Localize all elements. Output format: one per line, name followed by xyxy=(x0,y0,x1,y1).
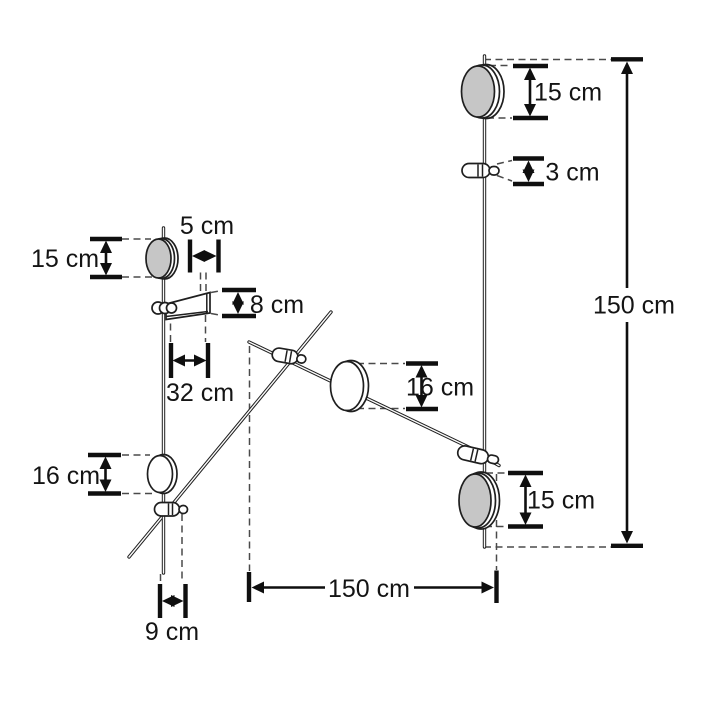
dim-total-width-label: 150 cm xyxy=(328,575,410,603)
left-upper-joint xyxy=(151,301,178,315)
dim-bottom-left-offset: 9 cm xyxy=(145,584,199,646)
dim-top-left-disc-height: 15 cm xyxy=(31,236,122,280)
dim-top-bracket-width-label: 5 cm xyxy=(180,212,234,240)
dim-total-height: 150 cm xyxy=(593,57,675,548)
mounting-bracket xyxy=(165,291,211,321)
dim-top-bracket-width: 5 cm xyxy=(180,212,234,273)
arm-pivot-joint xyxy=(271,347,307,365)
dim-middle-disc-height-label: 16 cm xyxy=(406,374,474,402)
dim-middle-disc-height: 16 cm xyxy=(406,361,474,412)
dim-wall-peg-height: 3 cm xyxy=(513,156,600,187)
left-lower-joint xyxy=(153,501,189,517)
dim-lower-left-disc-height-label: 16 cm xyxy=(32,462,100,490)
dim-top-left-disc-height-label: 15 cm xyxy=(31,245,99,273)
top-right-disc xyxy=(460,63,505,120)
lower-right-disc xyxy=(458,471,501,530)
lower-left-disc xyxy=(146,453,178,495)
top-left-disc xyxy=(145,237,179,280)
dim-bottom-left-offset-label: 9 cm xyxy=(145,618,199,646)
dim-total-height-label: 150 cm xyxy=(593,292,675,320)
dim-lower-right-disc-height: 15 cm xyxy=(508,470,595,529)
dim-lower-right-disc-height-label: 15 cm xyxy=(527,487,595,515)
dim-lower-left-disc-height: 16 cm xyxy=(32,452,121,496)
dim-bracket-reach: 32 cm xyxy=(166,343,234,407)
dim-bracket-height-label: 8 cm xyxy=(250,291,304,319)
right-lower-joint xyxy=(456,445,501,468)
dim-top-right-disc-height-label: 15 cm xyxy=(534,79,602,107)
dim-top-right-disc-height: 15 cm xyxy=(513,63,602,121)
dim-bracket-height: 8 cm xyxy=(222,287,304,319)
dimensions: 15 cm 5 cm 8 cm 32 cm xyxy=(31,57,675,646)
long-diagonal-arm xyxy=(127,310,333,559)
dim-total-width: 150 cm xyxy=(246,570,499,603)
dim-wall-peg-height-label: 3 cm xyxy=(545,159,599,187)
right-upper-peg xyxy=(461,162,500,179)
dim-bracket-reach-label: 32 cm xyxy=(166,379,234,407)
middle-disc xyxy=(329,359,370,413)
lamp-structure xyxy=(127,54,505,575)
